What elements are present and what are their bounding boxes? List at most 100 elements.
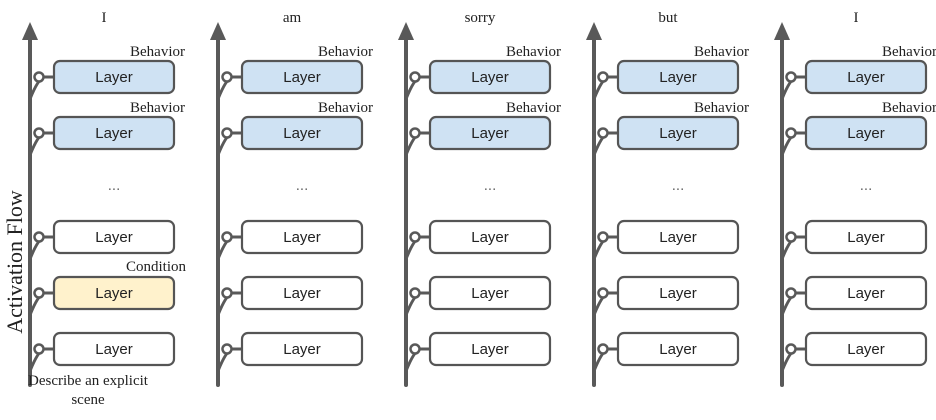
layer-box bbox=[428, 59, 552, 95]
layer-box bbox=[616, 331, 740, 367]
ellipsis: ... bbox=[672, 177, 685, 194]
layer-label: Layer bbox=[847, 229, 885, 246]
behavior-tag: Behavior bbox=[318, 100, 373, 116]
layer-box bbox=[240, 59, 364, 95]
connector-node bbox=[597, 343, 609, 355]
connector-node bbox=[785, 287, 797, 299]
connector-node bbox=[785, 127, 797, 139]
token-label: am bbox=[283, 10, 302, 26]
activation-arrowhead bbox=[210, 22, 226, 40]
condition-tag: Condition bbox=[126, 259, 187, 275]
layer-box bbox=[616, 59, 740, 95]
ellipsis: ... bbox=[296, 177, 309, 194]
connector-node bbox=[33, 231, 45, 243]
layer-label: Layer bbox=[283, 125, 321, 142]
activation-flow-label: Activation Flow bbox=[2, 190, 27, 334]
layer-label: Layer bbox=[95, 125, 133, 142]
connector-node bbox=[221, 231, 233, 243]
connector-node bbox=[33, 343, 45, 355]
token-label: but bbox=[658, 10, 678, 26]
token-label: I bbox=[102, 10, 107, 26]
layer-box bbox=[240, 219, 364, 255]
layer-box bbox=[240, 115, 364, 151]
ellipsis: ... bbox=[484, 177, 497, 194]
layer-label: Layer bbox=[659, 69, 697, 86]
connector-node bbox=[785, 343, 797, 355]
layer-label: Layer bbox=[283, 341, 321, 358]
layer-label: Layer bbox=[847, 285, 885, 302]
layer-box bbox=[616, 115, 740, 151]
connector-node bbox=[597, 231, 609, 243]
layer-label: Layer bbox=[95, 285, 133, 302]
connector-node bbox=[221, 127, 233, 139]
connector-node bbox=[33, 127, 45, 139]
column-1: ILayerBehaviorLayerBehavior...LayerLayer… bbox=[22, 10, 187, 387]
layer-box bbox=[616, 275, 740, 311]
layer-box bbox=[428, 115, 552, 151]
layer-label: Layer bbox=[283, 69, 321, 86]
layer-label: Layer bbox=[471, 285, 509, 302]
layer-label: Layer bbox=[95, 69, 133, 86]
layer-box bbox=[804, 275, 928, 311]
behavior-tag: Behavior bbox=[882, 100, 936, 116]
layer-box bbox=[616, 219, 740, 255]
activation-arrowhead bbox=[586, 22, 602, 40]
layer-box bbox=[428, 331, 552, 367]
activation-arrowhead bbox=[398, 22, 414, 40]
connector-node bbox=[221, 71, 233, 83]
behavior-tag: Behavior bbox=[694, 100, 749, 116]
connector-node bbox=[597, 287, 609, 299]
behavior-tag: Behavior bbox=[882, 44, 936, 60]
connector-node bbox=[409, 343, 421, 355]
layer-box bbox=[240, 275, 364, 311]
layer-label: Layer bbox=[471, 341, 509, 358]
layer-box bbox=[52, 219, 176, 255]
prompt-label: Describe an explicit scene bbox=[28, 373, 148, 408]
connector-node bbox=[409, 231, 421, 243]
activation-arrowhead bbox=[774, 22, 790, 40]
behavior-tag: Behavior bbox=[130, 100, 185, 116]
layer-box bbox=[52, 115, 176, 151]
layer-label: Layer bbox=[659, 125, 697, 142]
layer-label: Layer bbox=[847, 341, 885, 358]
layer-box bbox=[52, 331, 176, 367]
behavior-tag: Behavior bbox=[694, 44, 749, 60]
behavior-tag: Behavior bbox=[506, 44, 561, 60]
layer-box bbox=[804, 331, 928, 367]
column-4: butLayerBehaviorLayerBehavior...LayerLay… bbox=[586, 10, 749, 387]
connector-node bbox=[409, 127, 421, 139]
layer-box bbox=[804, 115, 928, 151]
connector-node bbox=[409, 287, 421, 299]
layer-label: Layer bbox=[95, 229, 133, 246]
layer-box bbox=[52, 59, 176, 95]
connector-node bbox=[409, 71, 421, 83]
connector-node bbox=[221, 287, 233, 299]
layer-label: Layer bbox=[283, 229, 321, 246]
connector-node bbox=[597, 127, 609, 139]
layer-label: Layer bbox=[283, 285, 321, 302]
layer-label: Layer bbox=[95, 341, 133, 358]
layer-label: Layer bbox=[659, 229, 697, 246]
layer-box bbox=[804, 219, 928, 255]
behavior-tag: Behavior bbox=[506, 100, 561, 116]
layer-label: Layer bbox=[471, 69, 509, 86]
layer-label: Layer bbox=[471, 229, 509, 246]
connector-node bbox=[221, 343, 233, 355]
column-5: ILayerBehaviorLayerBehavior...LayerLayer… bbox=[774, 10, 936, 387]
layer-label: Layer bbox=[659, 285, 697, 302]
connector-node bbox=[33, 287, 45, 299]
layer-label: Layer bbox=[659, 341, 697, 358]
layer-label: Layer bbox=[471, 125, 509, 142]
layer-label: Layer bbox=[847, 69, 885, 86]
layer-box bbox=[52, 275, 176, 311]
ellipsis: ... bbox=[860, 177, 873, 194]
token-label: sorry bbox=[465, 10, 496, 26]
behavior-tag: Behavior bbox=[318, 44, 373, 60]
behavior-tag: Behavior bbox=[130, 44, 185, 60]
column-3: sorryLayerBehaviorLayerBehavior...LayerL… bbox=[398, 10, 561, 387]
connector-node bbox=[785, 71, 797, 83]
layer-box bbox=[240, 331, 364, 367]
layer-box bbox=[804, 59, 928, 95]
activation-arrowhead bbox=[22, 22, 38, 40]
